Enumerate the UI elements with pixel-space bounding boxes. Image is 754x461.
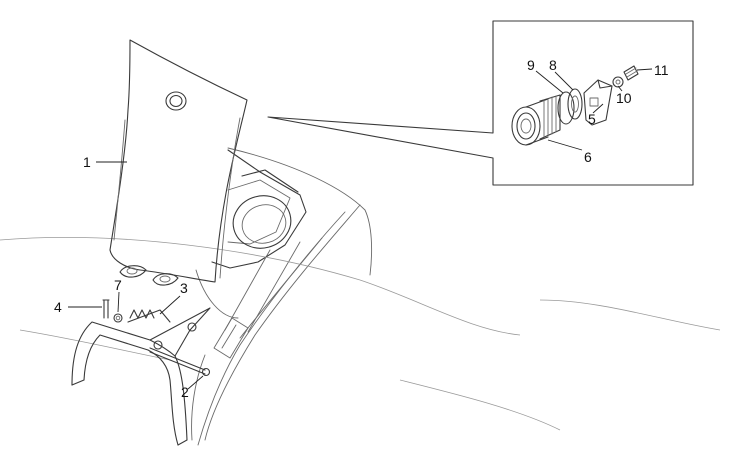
leader-lines — [68, 68, 653, 390]
callout-1: 1 — [83, 154, 91, 170]
callout-4: 4 — [54, 299, 62, 315]
callout-7: 7 — [114, 277, 122, 293]
callout-2: 2 — [181, 384, 189, 400]
hinge-bracket — [71, 299, 211, 446]
callout-11: 11 — [654, 62, 669, 78]
front-panel — [109, 39, 248, 286]
callout-6: 6 — [584, 149, 592, 165]
callout-8: 8 — [549, 57, 557, 73]
scooter-body — [0, 147, 721, 446]
callout-9: 9 — [527, 57, 535, 73]
callout-labels: 1 2 3 4 5 6 7 8 9 10 11 — [54, 57, 669, 400]
callout-3: 3 — [180, 280, 188, 296]
callout-10: 10 — [616, 90, 632, 106]
lock-detail-inset — [267, 20, 694, 186]
callout-5: 5 — [588, 111, 596, 127]
